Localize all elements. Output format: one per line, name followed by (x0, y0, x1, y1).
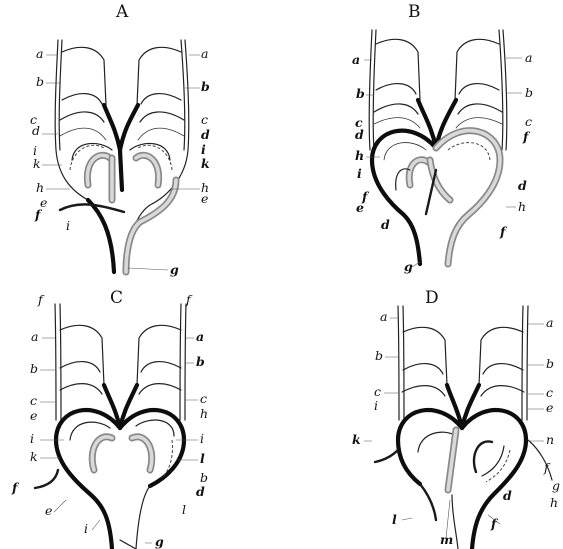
label-d-g-right: g (552, 478, 560, 493)
panel-d-title: D (425, 288, 439, 308)
label-c-i-right: i (200, 431, 204, 446)
label-d-f-lower: f (490, 516, 499, 531)
label-b-a-left: a (352, 52, 360, 67)
label-b-b-right: b (525, 85, 533, 100)
label-d-i-left: i (374, 398, 378, 413)
label-c-b-left: b (30, 361, 38, 376)
label-a-d-left: d (32, 123, 40, 138)
label-c-e-lower: e (45, 503, 52, 518)
label-c-l-lower: l (182, 502, 186, 517)
panel-b-title: B (408, 2, 421, 22)
label-c-l-right: l (200, 451, 205, 466)
label-c-e-left: e (30, 408, 37, 423)
label-b-h-right: h (518, 199, 526, 214)
label-a-b-left: b (36, 74, 44, 89)
label-c-d-right: d (196, 484, 205, 499)
label-b-c-right: c (525, 114, 532, 129)
label-b-g: g (404, 259, 413, 274)
label-c-f-right-top: f (185, 292, 193, 307)
label-c-c-right: c (200, 391, 207, 406)
label-a-k-right: k (201, 156, 210, 171)
label-b-e-left: e (356, 200, 364, 215)
panel-c-title: C (110, 288, 123, 308)
panel-a-vessels (55, 40, 189, 272)
label-b-f-lower: f (499, 224, 508, 239)
panel-a: A (30, 2, 210, 277)
label-d-a-right: a (546, 315, 553, 330)
label-a-a-right: a (201, 46, 208, 61)
label-a-i-right: i (201, 142, 206, 157)
label-b-d-lower: d (381, 217, 390, 232)
label-d-d: d (503, 488, 512, 503)
label-a-g: g (170, 262, 179, 277)
label-c-h-right: h (200, 406, 208, 421)
label-a-a-left: a (36, 46, 43, 61)
label-c-a-right: a (196, 329, 204, 344)
label-c-a-left: a (31, 329, 38, 344)
label-a-d-right: d (201, 127, 210, 142)
label-a-e-right: e (201, 191, 208, 206)
label-c-b-right: b (196, 354, 205, 369)
label-b-f-right: f (522, 129, 531, 144)
label-b-b-left: b (356, 86, 365, 101)
label-a-i-lower: i (66, 218, 70, 233)
panel-b: B (352, 2, 533, 274)
label-a-k-left: k (33, 156, 41, 171)
label-a-e-left: e (40, 195, 47, 210)
label-c-g: g (155, 534, 164, 549)
label-d-k-left: k (352, 432, 361, 447)
label-c-c-left: c (30, 393, 37, 408)
label-b-d-left: d (355, 127, 364, 142)
label-b-d-right: d (518, 178, 527, 193)
label-c-b-lower: b (200, 470, 208, 485)
label-a-h-left: h (36, 180, 44, 195)
panel-c: C f (11, 288, 208, 549)
label-d-b-right: b (546, 356, 554, 371)
label-d-c-right: c (546, 385, 553, 400)
label-b-h-left: h (355, 148, 364, 163)
panel-d: D a (352, 288, 560, 549)
panel-a-title: A (115, 2, 129, 22)
label-d-c-left: c (374, 384, 381, 399)
label-b-i-left: i (357, 166, 362, 181)
label-d-b-left: b (375, 348, 383, 363)
label-c-i-lower: i (84, 521, 88, 536)
label-c-f-left: f (11, 480, 20, 495)
label-c-k-left: k (30, 449, 38, 464)
label-d-n-right: n (546, 432, 554, 447)
label-b-a-right: a (525, 50, 532, 65)
label-c-i-left: i (30, 431, 34, 446)
panel-c-vessels (35, 304, 186, 549)
label-d-l: l (392, 512, 397, 527)
label-d-h-right: h (550, 495, 558, 510)
label-c-f-left-top: f (37, 292, 45, 307)
label-d-a-left: a (380, 309, 387, 324)
panel-d-vessels (375, 306, 552, 549)
panel-b-vessels (369, 30, 507, 264)
label-d-e-right: e (546, 400, 553, 415)
label-a-c-right: c (201, 112, 208, 127)
label-a-b-right: b (201, 79, 210, 94)
